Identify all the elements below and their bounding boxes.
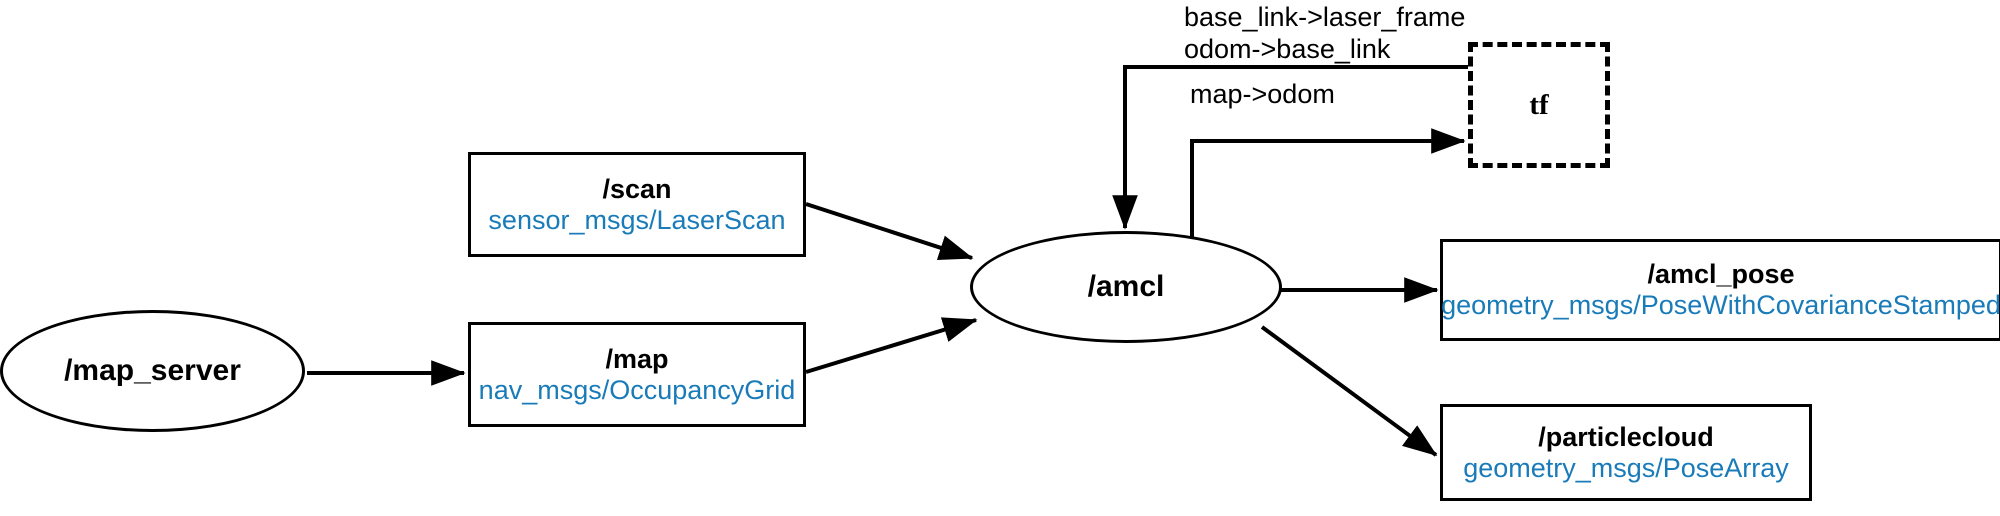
edge-label-tf-line2: odom->base_link <box>1184 34 1391 65</box>
edge-label-amcl-to-tf: map->odom <box>1190 79 1335 109</box>
topic-map-name: /map <box>605 343 669 374</box>
topic-scan-name: /scan <box>602 173 672 204</box>
node-map-server[interactable]: /map_server <box>0 310 305 432</box>
topic-amcl-pose-type: geometry_msgs/PoseWithCovarianceStamped <box>1441 290 2000 320</box>
edge-amcl-to-particlecloud <box>1260 325 1438 457</box>
topic-box-map[interactable]: /map nav_msgs/OccupancyGrid <box>468 322 806 427</box>
edge-scan-to-amcl <box>805 202 974 261</box>
node-tf-label: tf <box>1529 88 1549 121</box>
edge-label-tf-line1: base_link->laser_frame <box>1184 2 1466 32</box>
edge-amcl-to-tf <box>1190 128 1466 238</box>
node-amcl[interactable]: /amcl <box>970 231 1282 343</box>
topic-scan-type: sensor_msgs/LaserScan <box>488 204 786 235</box>
topic-amcl-pose-name: /amcl_pose <box>1647 259 1795 290</box>
topic-box-scan[interactable]: /scan sensor_msgs/LaserScan <box>468 152 806 257</box>
topic-map-type: nav_msgs/OccupancyGrid <box>478 374 796 405</box>
node-tf[interactable]: tf <box>1468 42 1610 168</box>
edge-map-to-amcl <box>805 317 978 374</box>
node-map-server-label: /map_server <box>64 354 241 387</box>
topic-box-particlecloud[interactable]: /particlecloud geometry_msgs/PoseArray <box>1440 404 1812 501</box>
topic-particlecloud-name: /particlecloud <box>1538 421 1714 452</box>
topic-particlecloud-type: geometry_msgs/PoseArray <box>1463 452 1789 483</box>
topic-box-amcl-pose[interactable]: /amcl_pose geometry_msgs/PoseWithCovaria… <box>1440 239 2000 341</box>
edge-label-tf-to-amcl: base_link->laser_frame odom->base_link <box>1184 1 1465 66</box>
node-amcl-label: /amcl <box>1087 270 1165 303</box>
edge-tf-to-amcl <box>1112 65 1470 230</box>
